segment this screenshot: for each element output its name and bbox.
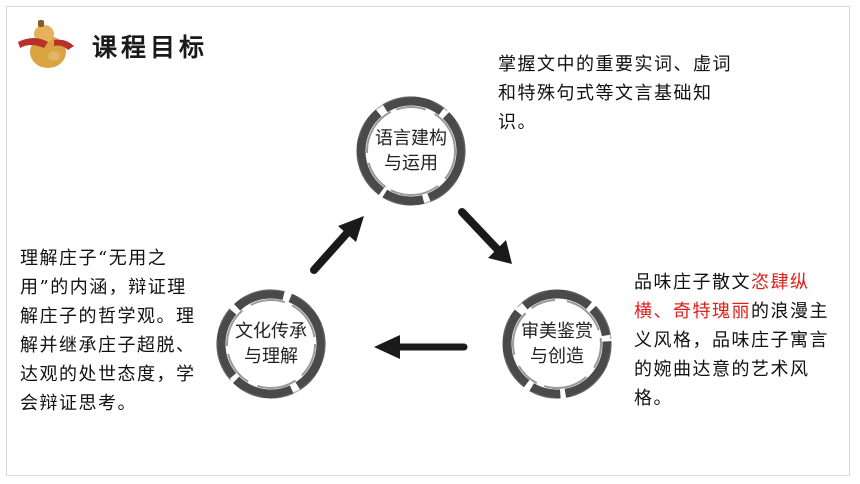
node-aesthetic: 审美鉴赏与创造 [498, 285, 616, 403]
text-aesthetic: 品味庄子散文恣肆纵横、奇特瑰丽的浪漫主义风格，品味庄子寓言的婉曲达意的艺术风格。 [634, 268, 840, 413]
brush-circle-icon [216, 289, 326, 399]
brush-circle-icon [356, 96, 466, 206]
text-language: 掌握文中的重要实词、虚词和特殊句式等文言基础知识。 [498, 54, 732, 133]
slide-frame [6, 6, 850, 476]
arrow-culture-to-language [310, 216, 364, 274]
node-label-language: 语言建构与运用 [375, 128, 447, 174]
page-title: 课程目标 [92, 33, 209, 62]
title-bar: 课程目标 [6, 16, 266, 72]
node-language: 语言建构与运用 [352, 92, 470, 210]
text-aesthetic-before: 品味庄子散文 [634, 272, 751, 293]
text-culture: 理解庄子“无用之用”的内涵，辩证理解庄子的哲学观。理解并继承庄子超脱、达观的处世… [20, 248, 196, 414]
text-aesthetic-after: 的浪漫主义风格，品味庄子寓言的婉曲达意的艺术风格。 [634, 301, 829, 409]
text-aesthetic-highlight: 恣肆纵横、奇特瑰丽 [634, 272, 810, 322]
gourd-icon [18, 20, 74, 68]
node-label-culture: 文化传承与理解 [235, 321, 307, 367]
arrow-language-to-aesthetic [458, 208, 512, 264]
node-label-aesthetic: 审美鉴赏与创造 [521, 321, 593, 367]
arrow-aesthetic-to-culture [374, 335, 468, 359]
brush-circle-icon [502, 289, 612, 399]
node-culture: 文化传承与理解 [212, 285, 330, 403]
